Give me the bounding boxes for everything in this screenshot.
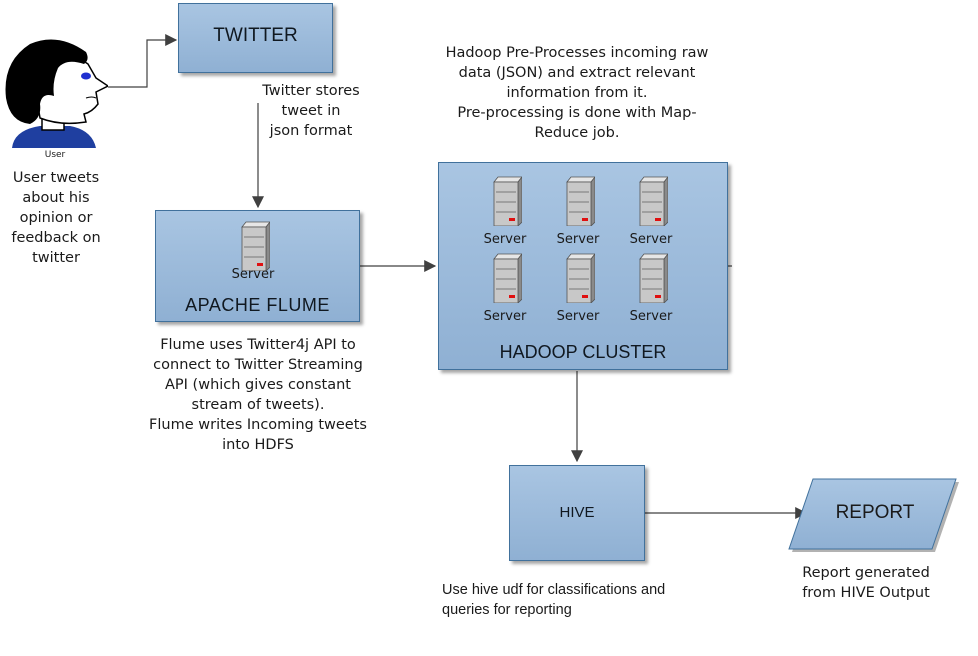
- hadoop-title: HADOOP CLUSTER: [499, 342, 667, 362]
- report-note: Report generated from HIVE Output: [776, 563, 956, 603]
- server-icon: [493, 253, 522, 303]
- user-caption-line: about his: [22, 190, 90, 206]
- server-label: Server: [556, 232, 600, 247]
- server-label: Server: [629, 232, 673, 247]
- hadoop-note-line: Pre-processing is done with Map-: [457, 105, 697, 121]
- hadoop-server-5: Server: [557, 253, 599, 324]
- hive-title: HIVE: [559, 504, 595, 521]
- twitter-note-line: tweet in: [281, 103, 341, 119]
- server-label: Server: [483, 309, 527, 324]
- user-caption-line: twitter: [32, 250, 80, 266]
- server-icon: [566, 176, 595, 226]
- hadoop-server-3: Server: [630, 176, 672, 247]
- user-caption-line: feedback on: [11, 230, 101, 246]
- connector-user-twitter: [108, 34, 178, 88]
- twitter-note: Twitter stores tweet in json format: [248, 81, 374, 141]
- flume-note-line: Flume uses Twitter4j API to: [160, 337, 356, 353]
- server-label: Server: [629, 309, 673, 324]
- twitter-title: TWITTER: [213, 25, 298, 46]
- flume-note-line: connect to Twitter Streaming: [153, 357, 363, 373]
- report-note-line: from HIVE Output: [802, 585, 930, 601]
- flume-note-line: Flume writes Incoming tweets: [149, 417, 367, 433]
- user-caption-line: User tweets: [12, 170, 100, 186]
- flume-server: Server: [232, 221, 274, 285]
- flume-note: Flume uses Twitter4j API to connect to T…: [118, 335, 398, 455]
- server-label: Server: [556, 309, 600, 324]
- flume-box[interactable]: Server APACHE FLUME: [155, 210, 360, 322]
- flume-note-line: into HDFS: [222, 437, 294, 453]
- user-label: User: [44, 150, 66, 160]
- hive-note-line: Use hive udf for classifications and: [442, 582, 666, 598]
- twitter-note-line: json format: [269, 123, 353, 139]
- hadoop-server-1: Server: [484, 176, 526, 247]
- server-label: Server: [231, 267, 275, 282]
- user-caption: User tweets about his opinion or feedbac…: [0, 168, 112, 268]
- hadoop-server-2: Server: [557, 176, 599, 247]
- twitter-note-line: Twitter stores: [262, 83, 360, 99]
- hadoop-note-line: Hadoop Pre-Processes incoming raw: [445, 45, 709, 61]
- report-note-line: Report generated: [802, 565, 930, 581]
- flume-note-line: stream of tweets).: [191, 397, 325, 413]
- server-icon: [493, 176, 522, 226]
- user-caption-line: opinion or: [19, 210, 93, 226]
- hadoop-server-6: Server: [630, 253, 672, 324]
- server-icon: [241, 221, 270, 271]
- flume-note-line: API (which gives constant: [165, 377, 351, 393]
- hive-note-line: queries for reporting: [442, 602, 572, 618]
- hadoop-note-line: data (JSON) and extract relevant: [458, 65, 696, 81]
- twitter-box[interactable]: TWITTER: [178, 3, 333, 73]
- server-icon: [639, 176, 668, 226]
- report-title: REPORT: [835, 502, 915, 523]
- flume-title: APACHE FLUME: [185, 295, 330, 315]
- report-shape[interactable]: [783, 474, 963, 554]
- server-icon: [566, 253, 595, 303]
- hadoop-server-4: Server: [484, 253, 526, 324]
- hadoop-note-line: information from it.: [506, 85, 648, 101]
- server-icon: [639, 253, 668, 303]
- hadoop-note-line: Reduce job.: [534, 125, 620, 141]
- server-label: Server: [483, 232, 527, 247]
- hadoop-cluster-box[interactable]: Server Server Server Server: [438, 162, 728, 370]
- user-figure: [0, 38, 110, 148]
- hadoop-note: Hadoop Pre-Processes incoming raw data (…: [418, 43, 736, 143]
- hive-box[interactable]: HIVE: [509, 465, 645, 561]
- user-icon: [5, 39, 110, 148]
- hive-note: Use hive udf for classifications and que…: [442, 580, 732, 620]
